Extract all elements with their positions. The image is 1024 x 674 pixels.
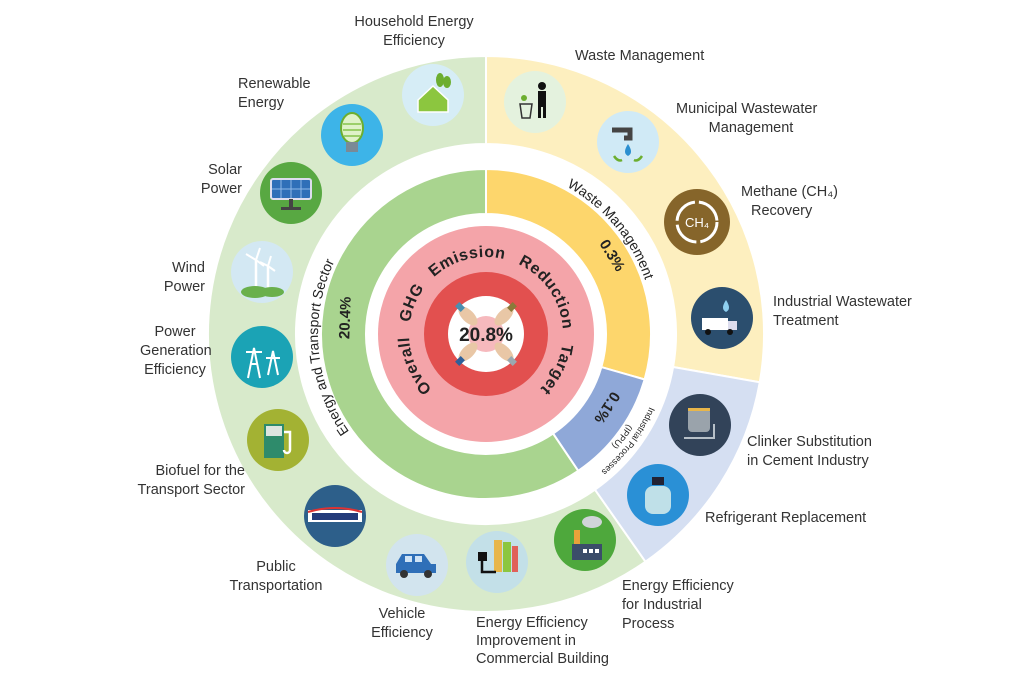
label-line: Transportation [229,578,323,594]
household-energy-efficiency-icon [402,64,464,126]
label-waste-management: Waste Management [575,47,704,66]
label-line: in Cement Industry [747,453,869,469]
label-line: Efficiency [144,362,206,378]
wastewater-truck-icon [691,287,753,349]
label-line: Power [154,324,196,340]
cement-mixer-icon [669,394,731,456]
ippu-sector-segment [551,365,646,473]
biofuel-pump-icon [247,409,309,471]
label-line: Renewable [238,76,311,92]
methane-icon-text: CH₄ [685,215,709,230]
label-line: Transport Sector [137,482,245,498]
total-target-value: 20.8% [459,325,513,346]
label-line: Improvement in [476,633,576,649]
label-line: Municipal Wastewater [676,101,818,117]
label-methane-recovery: Methane (CH₄) Recovery [741,183,838,221]
label-line: Wind [171,260,205,276]
label-line: Power [163,279,205,295]
label-line: Industrial Wastewater [773,294,912,310]
vehicle-car-icon [386,534,448,596]
label-refrigerant-replacement: Refrigerant Replacement [705,509,866,528]
methane-recovery-icon: CH₄ [664,189,730,255]
industrial-factory-icon [554,509,616,571]
label-line: Energy [238,95,284,111]
label-line: Waste Management [575,48,705,64]
label-line: Vehicle [378,606,426,622]
water-tap-icon [597,111,659,173]
label-line: Power [200,181,242,197]
label-line: Methane (CH₄) [741,184,838,200]
energy-sector-value: 20.4% [336,296,354,339]
label-line: for Industrial [622,597,702,613]
label-line: Efficiency [383,33,445,49]
label-line: Biofuel for the [155,463,245,479]
label-line: Clinker Substitution [747,434,872,450]
label-line: Public [256,559,296,575]
label-line: Recovery [751,203,813,219]
wind-turbine-icon [231,241,293,303]
solar-panel-icon [260,162,322,224]
label-line: Treatment [773,313,839,329]
label-line: Efficiency [371,625,433,641]
handshake-icon [455,302,517,366]
commercial-building-plug-icon [466,531,528,593]
public-transportation-train-icon [304,485,366,547]
label-line: Solar [208,162,242,178]
waste-bin-person-icon [504,71,566,133]
label-line: Generation [140,343,212,359]
energy-sector-segment [320,167,580,500]
outer-ring-waste-sector [485,54,765,384]
refrigerant-cylinder-icon [627,464,689,526]
label-line: Refrigerant Replacement [705,510,867,526]
label-clinker-substitution: Clinker Substitution in Cement Industry [747,433,872,471]
label-line: Commercial Building [476,651,609,667]
power-transmission-tower-icon [231,326,293,388]
label-line: Management [708,120,794,136]
renewable-energy-bulb-icon [321,104,383,166]
label-line: Process [622,616,675,632]
label-line: Energy Efficiency [622,578,734,594]
label-line: Household Energy [354,14,474,30]
label-line: Energy Efficiency [476,615,588,631]
